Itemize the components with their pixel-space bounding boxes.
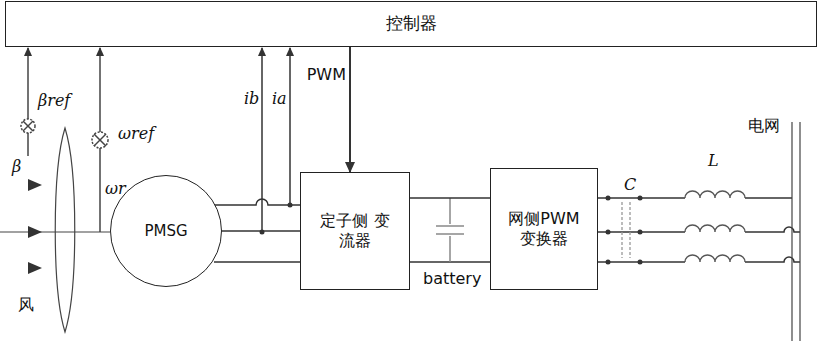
grid-bus — [792, 122, 800, 341]
controller-box: 控制器 — [5, 1, 817, 47]
signal-name: ωref — [118, 125, 154, 143]
ac-wire — [598, 198, 800, 262]
power-wire — [410, 197, 490, 199]
signal-name: β — [12, 158, 21, 176]
signal-label: PWM — [307, 66, 346, 84]
signal-name: ib — [244, 90, 259, 108]
dc-link — [410, 198, 490, 262]
grid-bus — [799, 122, 800, 341]
ac-wire — [745, 197, 792, 199]
capacitor-dot — [638, 196, 643, 201]
converter-box: 定子侧 变流器 — [300, 172, 410, 290]
pitch-feedback — [21, 119, 35, 133]
turbine-blade — [0, 231, 110, 232]
wind-arrow — [28, 262, 42, 274]
part-name: C — [624, 176, 636, 194]
filter-capacitor — [622, 202, 630, 258]
speed-feedback — [99, 148, 101, 232]
signal-arrow — [349, 47, 351, 172]
wind-arrow — [28, 179, 42, 274]
signal-name: βref — [38, 92, 70, 110]
speed-feedback — [92, 132, 108, 148]
power-wire — [222, 230, 300, 232]
filter-capacitor — [621, 202, 622, 258]
part-name: battery — [423, 270, 481, 288]
node-text: PMSG — [144, 222, 187, 241]
grid-bus — [791, 122, 792, 341]
dc-link — [436, 225, 464, 227]
capacitor-dot — [638, 230, 643, 235]
stator-wire — [261, 48, 263, 232]
speed-feedback — [92, 48, 108, 232]
capacitor-dot — [606, 196, 643, 265]
inductor-coil — [685, 191, 745, 262]
speed-feedback — [99, 48, 101, 132]
dc-link — [449, 198, 451, 224]
pitch-feedback — [27, 48, 29, 119]
capacitor-dot — [606, 196, 611, 201]
inductor-coil — [685, 225, 745, 232]
speed-feedback — [94, 134, 106, 146]
part-name: L — [708, 152, 719, 170]
dc-link — [436, 233, 464, 235]
converter-box: 网侧PWM 变换器 — [490, 168, 598, 290]
signal-name: ωr — [105, 180, 126, 198]
pitch-feedback — [23, 121, 33, 131]
pitch-feedback — [27, 133, 29, 156]
pitch-feedback — [23, 121, 33, 131]
capacitor-dot — [638, 260, 643, 265]
node-text: 定子侧 变流器 — [314, 211, 396, 251]
wind-arrow — [28, 179, 42, 191]
turbine-blade — [55, 128, 75, 332]
stator-wire — [215, 199, 300, 205]
stator-wire — [214, 48, 300, 262]
dc-link — [449, 236, 451, 262]
stator-wire — [214, 261, 300, 263]
capacitor-dot — [606, 230, 611, 235]
inductor-coil — [685, 255, 745, 262]
filter-capacitor — [629, 202, 630, 258]
pitch-feedback — [21, 48, 35, 156]
node-text: 网侧PWM 变换器 — [503, 209, 585, 249]
node-text: 控制器 — [386, 13, 437, 34]
inductor-coil — [685, 191, 745, 198]
junction-dot — [260, 203, 293, 235]
junction-dot — [288, 203, 293, 208]
speed-feedback — [94, 134, 106, 146]
generator-circle: PMSG — [110, 175, 222, 287]
capacitor-dot — [606, 260, 611, 265]
stator-wire — [289, 48, 291, 205]
wind-label: 风 — [18, 296, 34, 314]
wind-arrow — [28, 226, 42, 238]
signal-name: ia — [272, 90, 287, 108]
turbine-blade — [0, 128, 110, 332]
grid-label: 电网 — [748, 117, 780, 135]
